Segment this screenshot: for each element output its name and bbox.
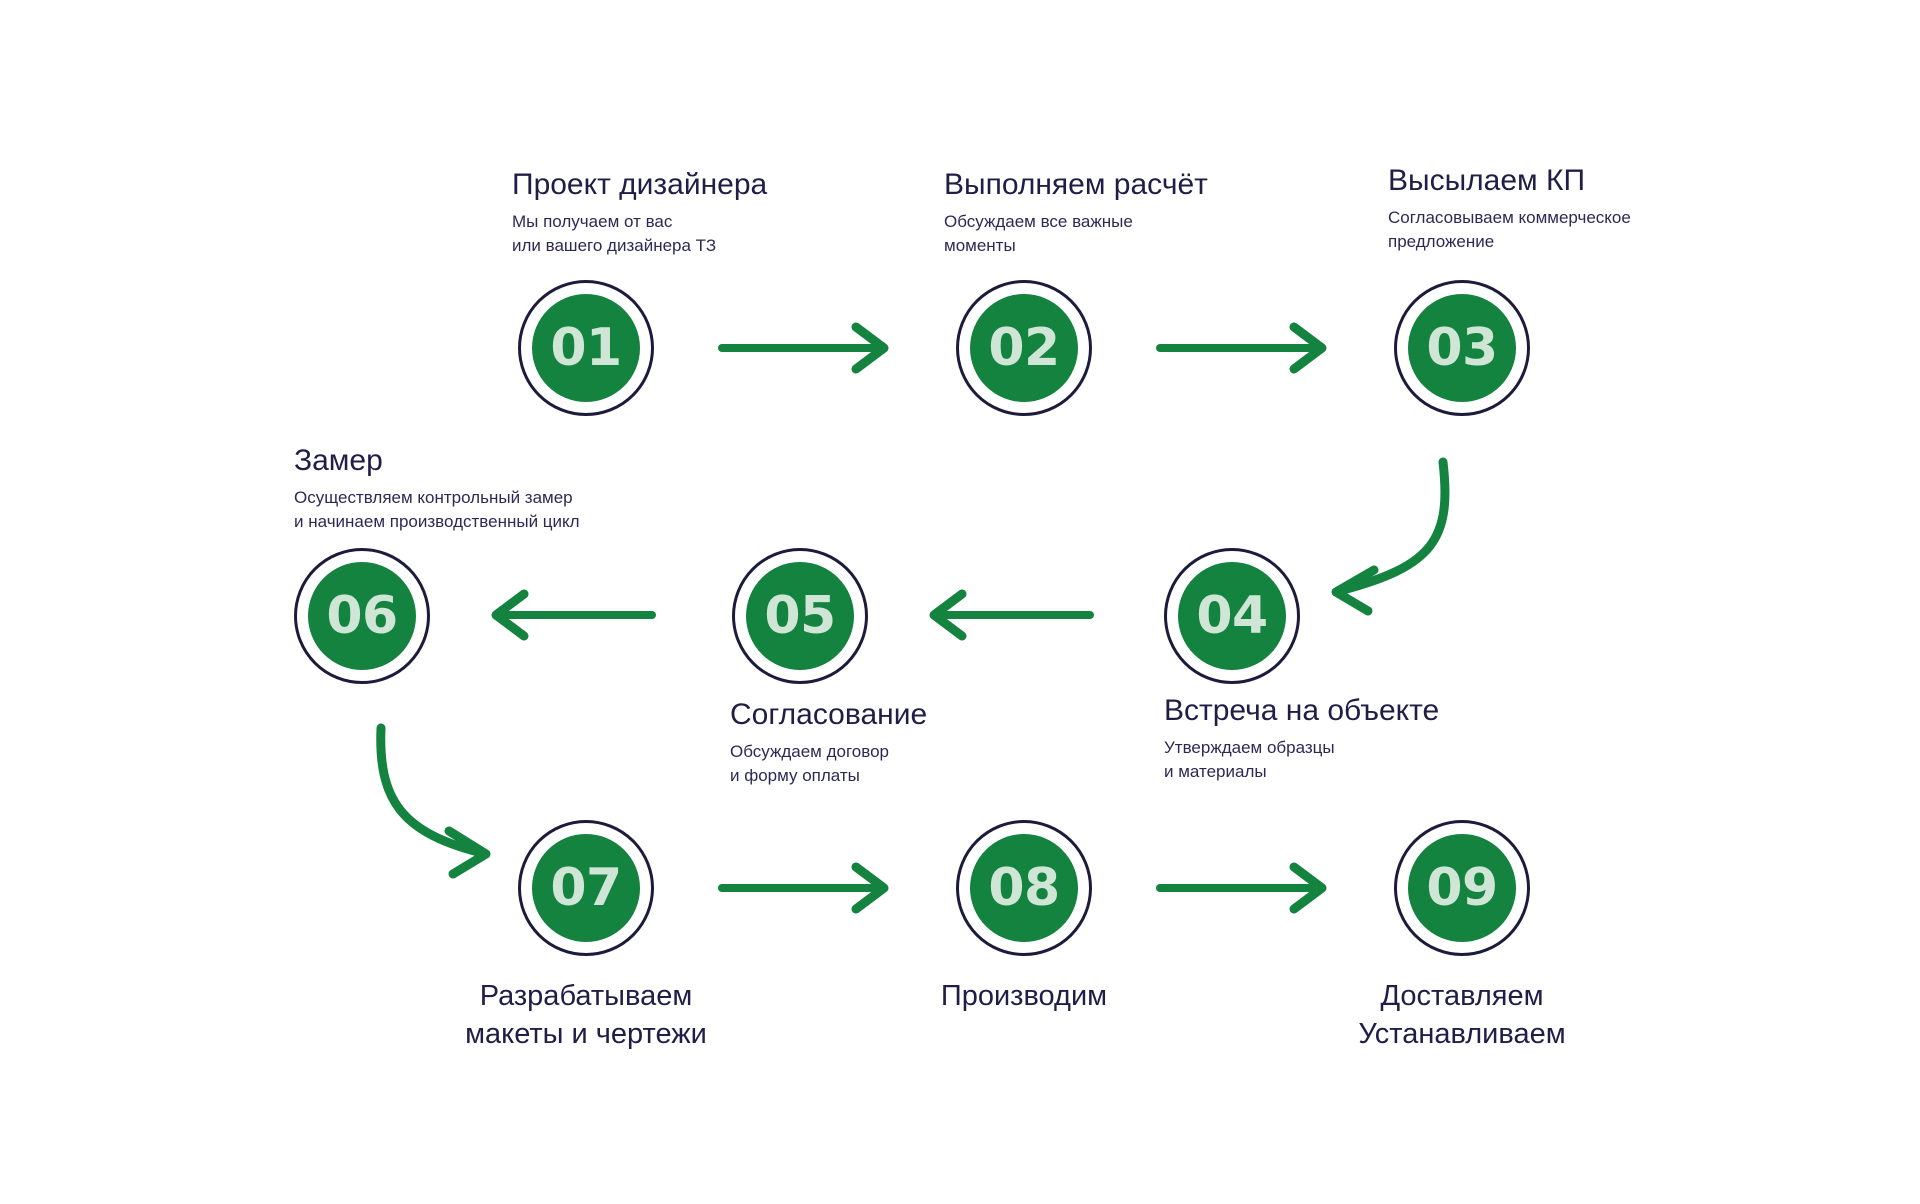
step-label-05: Согласование Обсуждаем договор и форму о… (730, 698, 1030, 789)
step-label-07: Разрабатываем макеты и чертежи (386, 978, 786, 1060)
step-badge-03[interactable]: 03 (1394, 280, 1530, 416)
step-title-06: Замер (294, 444, 383, 477)
arrow-04-to-05 (929, 589, 1094, 641)
step-subtitle-02: Обсуждаем все важные моменты (944, 211, 1133, 256)
step-badge-fill-03: 03 (1408, 294, 1516, 402)
step-title-07: Разрабатываем макеты и чертежи (465, 980, 707, 1050)
step-label-09: Доставляем Устанавливаем (1262, 978, 1662, 1060)
step-badge-05[interactable]: 05 (732, 548, 868, 684)
step-title-02: Выполняем расчёт (944, 168, 1208, 201)
arrow-06-to-07 (376, 723, 491, 879)
arrow-05-to-06 (491, 589, 656, 641)
step-title-04: Встреча на объекте (1164, 694, 1440, 727)
step-badge-fill-07: 07 (532, 834, 640, 942)
step-badge-fill-02: 02 (970, 294, 1078, 402)
step-number-03: 03 (1426, 318, 1498, 378)
step-title-03: Высылаем КП (1388, 164, 1586, 197)
step-badge-fill-01: 01 (532, 294, 640, 402)
arrow-08-to-09 (1156, 862, 1327, 914)
step-badge-07[interactable]: 07 (518, 820, 654, 956)
step-badge-04[interactable]: 04 (1164, 548, 1300, 684)
step-badge-01[interactable]: 01 (518, 280, 654, 416)
step-number-07: 07 (550, 858, 622, 918)
step-title-05: Согласование (730, 698, 928, 731)
step-title-01: Проект дизайнера (512, 168, 768, 201)
step-subtitle-01: Мы получаем от вас или вашего дизайнера … (512, 211, 717, 256)
arrow-07-to-08 (718, 862, 889, 914)
step-number-05: 05 (764, 586, 836, 646)
step-number-02: 02 (988, 318, 1060, 378)
arrow-01-to-02 (718, 322, 889, 374)
step-number-08: 08 (988, 858, 1060, 918)
step-badge-09[interactable]: 09 (1394, 820, 1530, 956)
step-number-06: 06 (326, 586, 398, 646)
step-label-08: Производим (824, 978, 1224, 1023)
step-badge-fill-04: 04 (1178, 562, 1286, 670)
step-label-06: Замер Осуществляем контрольный замер и н… (294, 444, 694, 535)
step-label-03: Высылаем КП Согласовываем коммерческое п… (1388, 164, 1698, 255)
step-badge-fill-09: 09 (1408, 834, 1516, 942)
step-badge-02[interactable]: 02 (956, 280, 1092, 416)
step-subtitle-06: Осуществляем контрольный замер и начинае… (294, 487, 580, 532)
step-number-01: 01 (550, 318, 622, 378)
step-number-09: 09 (1426, 858, 1498, 918)
arrow-02-to-03 (1156, 322, 1327, 374)
step-badge-08[interactable]: 08 (956, 820, 1092, 956)
step-number-04: 04 (1196, 586, 1268, 646)
step-badge-fill-08: 08 (970, 834, 1078, 942)
step-title-09: Доставляем Устанавливаем (1358, 980, 1566, 1050)
step-label-02: Выполняем расчёт Обсуждаем все важные мо… (944, 168, 1244, 259)
step-label-04: Встреча на объекте Утверждаем образцы и … (1164, 694, 1494, 785)
step-label-01: Проект дизайнера Мы получаем от вас или … (512, 168, 852, 259)
step-badge-fill-05: 05 (746, 562, 854, 670)
step-badge-06[interactable]: 06 (294, 548, 430, 684)
step-badge-fill-06: 06 (308, 562, 416, 670)
step-subtitle-04: Утверждаем образцы и материалы (1164, 737, 1335, 782)
step-subtitle-03: Согласовываем коммерческое предложение (1388, 207, 1631, 252)
arrow-03-to-04 (1331, 457, 1450, 616)
step-subtitle-05: Обсуждаем договор и форму оплаты (730, 741, 889, 786)
step-title-08: Производим (940, 980, 1108, 1012)
